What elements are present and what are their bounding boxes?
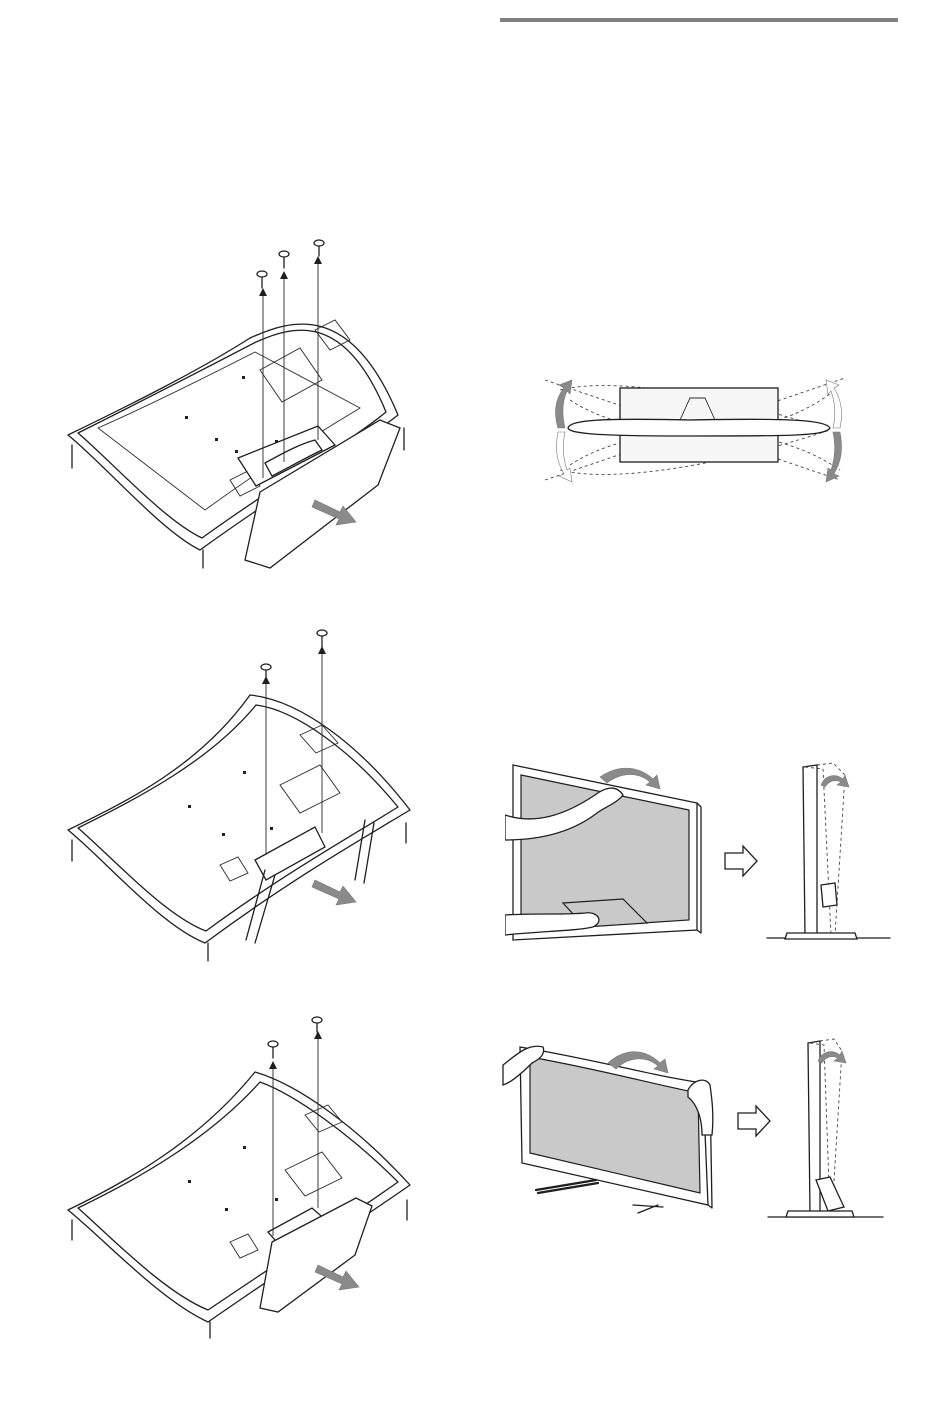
section-rule bbox=[500, 18, 898, 22]
stand-neck bbox=[255, 827, 325, 880]
tv-screen-top-view bbox=[568, 419, 830, 436]
tv-back-panel bbox=[68, 695, 410, 961]
removal-arrow-icon bbox=[312, 880, 356, 905]
next-arrow-icon bbox=[725, 846, 757, 876]
figure-remove-stand-type-b bbox=[60, 625, 420, 965]
swivel-right-down-arrow-icon bbox=[826, 432, 842, 482]
swivel-right-arrow-icon bbox=[826, 380, 842, 428]
figure-remove-stand-type-c bbox=[60, 1010, 420, 1340]
figure-tilt-adjust-a bbox=[505, 755, 895, 950]
figure-remove-stand-type-a bbox=[60, 230, 420, 575]
next-arrow-icon bbox=[738, 1106, 770, 1136]
tv-front-tilting bbox=[520, 1047, 712, 1208]
swivel-left-arrow-icon bbox=[556, 380, 572, 428]
figure-tilt-adjust-b bbox=[498, 1035, 893, 1225]
figure-swivel-angle bbox=[540, 370, 860, 495]
tilt-arrow-icon bbox=[818, 1051, 846, 1063]
tv-side-view bbox=[767, 763, 890, 939]
screw-arrows bbox=[269, 1031, 322, 1236]
screw-icon bbox=[268, 1017, 322, 1058]
screw-arrows bbox=[262, 646, 326, 855]
screw-icon bbox=[257, 240, 324, 288]
tilt-arrow-icon bbox=[821, 775, 849, 787]
tv-side-view bbox=[768, 1039, 883, 1217]
screw-holes bbox=[185, 376, 278, 453]
screw-holes bbox=[188, 1146, 278, 1211]
screw-icon bbox=[261, 630, 327, 677]
screw-holes bbox=[188, 771, 273, 836]
swivel-left-down-arrow-icon bbox=[556, 432, 572, 482]
